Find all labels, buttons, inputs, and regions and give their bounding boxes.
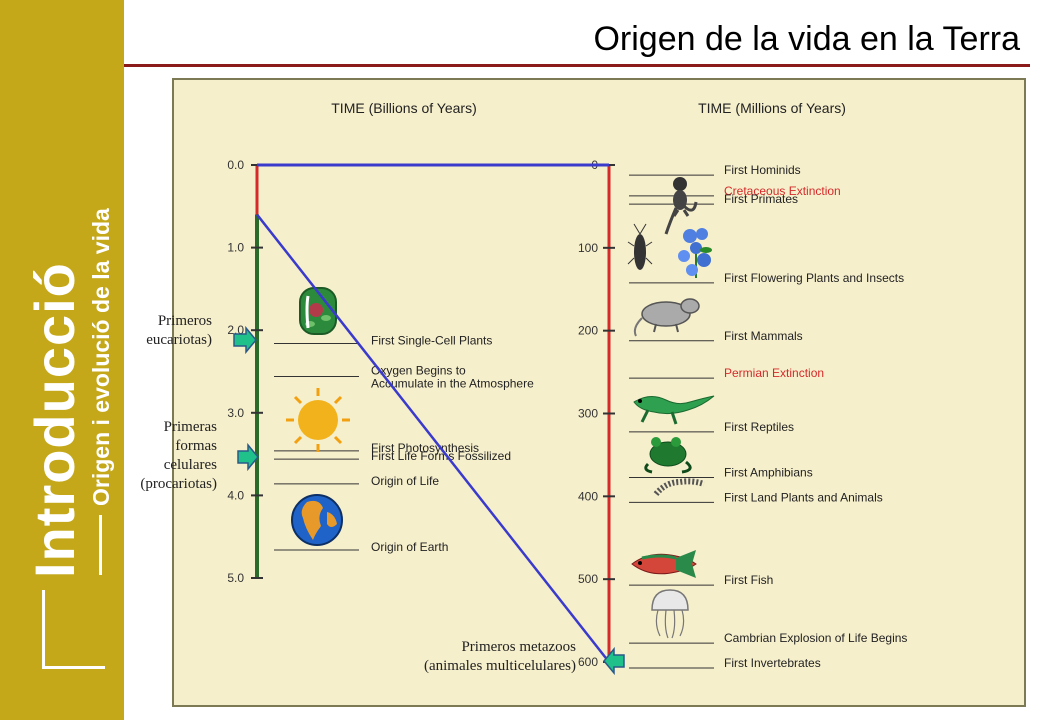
right-axis-heading: TIME (Millions of Years) [698,100,846,116]
right-event-label: First Flowering Plants and Insects [724,271,904,285]
right-axis-tick-label: 500 [578,572,598,586]
annotation-line: Primeros metazoos [461,639,576,655]
right-event-label: First Primates [724,192,798,206]
left-event-label: Origin of Life [371,474,439,488]
right-event-label: First Amphibians [724,465,813,479]
earth-globe-icon [291,494,343,546]
rat-icon [633,298,700,337]
left-event-label: First Single-Cell Plants [371,333,492,347]
annotation-line: (procariotas) [140,476,217,492]
annotation-line: Primeros [157,313,212,329]
annotation-line: (animales multicelulares) [423,658,576,674]
right-event-label: First Hominids [724,163,801,177]
left-axis-tick-label: 1.0 [227,241,244,255]
timeline-panel: TIME (Billions of Years) TIME (Millions o… [172,78,1026,707]
left-event-label: Accumulate in the Atmosphere [371,377,534,391]
title-divider [124,64,1030,67]
right-event-label: Cretaceous Extinction [724,184,841,198]
right-event-label: First Mammals [724,329,803,343]
annotation-line: Primeras [163,419,217,435]
annotation-line: celulares [163,457,217,473]
right-axis-tick-label: 200 [578,324,598,338]
left-event-label: Oxygen Begins to [371,364,466,378]
sun-icon [286,388,350,452]
left-axis-tick-label: 2.0 [227,323,244,337]
right-event-label: First Fish [724,573,773,587]
left-axis-tick-label: 5.0 [227,571,244,585]
right-event-label: First Reptiles [724,420,794,434]
right-axis-tick-label: 400 [578,489,598,503]
jellyfish-icon [651,589,689,639]
millipede-icon [653,478,705,496]
left-axis-tick-label: 0.0 [227,158,244,172]
annotation-line: eucariotas) [146,332,212,348]
right-event-label: First Land Plants and Animals [724,490,883,504]
lizard-icon [633,395,715,425]
sidebar: Introducció Origen i evolució de la vida [0,0,124,720]
zoom-connector-diagonal [256,213,610,663]
left-event-label: First Life Forms Fossilized [371,449,511,463]
plant-cell-icon [299,287,337,335]
timeline-diagram: TIME (Billions of Years) TIME (Millions o… [227,100,907,670]
annotation-primeros-eucariotas: Primeros eucariotas) [100,312,212,350]
sidebar-tick-decoration [99,515,102,575]
left-event-label: Origin of Earth [371,540,448,554]
cockroach-icon [627,223,653,270]
left-axis-heading: TIME (Billions of Years) [331,100,477,116]
annotation-line: formas [175,438,217,454]
annotation-primeras-formas-celulares: Primeras formas celulares (procariotas) [100,418,217,494]
flower-icon [678,228,712,278]
left-event-label: First Photosynthesis [371,441,479,455]
fish-icon [631,550,697,578]
right-axis-tick-label: 600 [578,655,598,669]
right-axis-tick-label: 300 [578,407,598,421]
page-title: Origen de la vida en la Terra [593,20,1020,58]
right-event-label: Cambrian Explosion of Life Begins [724,631,907,645]
sidebar-bracket-decoration [42,590,105,669]
left-axis-tick-label: 4.0 [227,488,244,502]
left-axis-tick-label: 3.0 [227,406,244,420]
right-axis-tick-label: 100 [578,241,598,255]
sidebar-title: Introducció [23,262,86,578]
right-event-label: First Invertebrates [724,656,821,670]
monkey-icon [664,177,698,235]
right-event-label: Permian Extinction [724,366,824,380]
frog-icon [644,437,692,474]
annotation-primeros-metazoos: Primeros metazoos (animales multicelular… [360,638,576,676]
